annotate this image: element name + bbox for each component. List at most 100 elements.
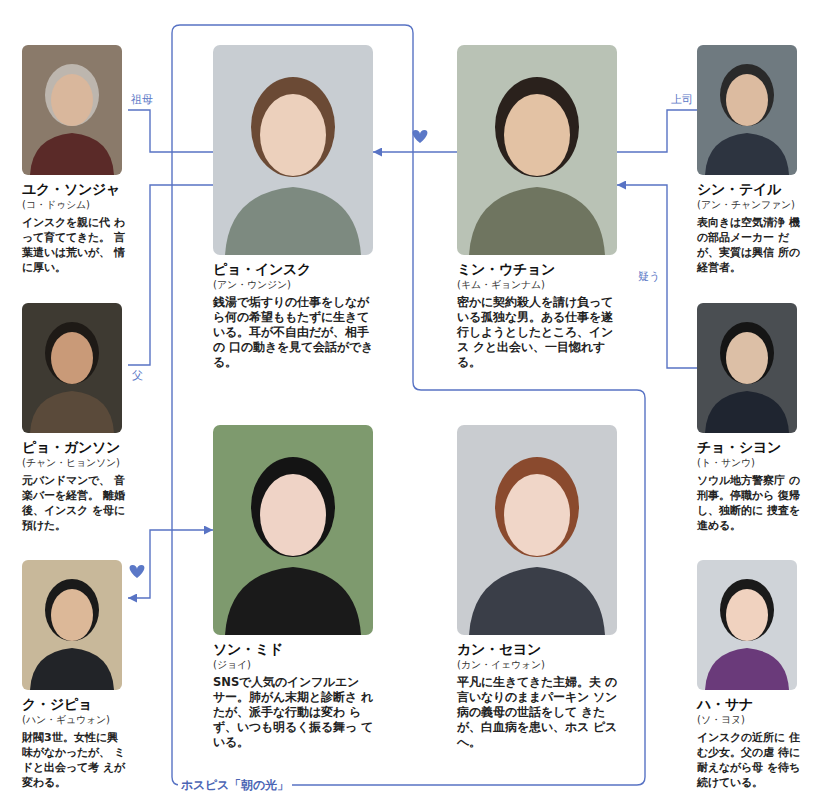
photo-clothes [705,648,789,690]
character-description: インスクを親に代 わって育ててきた。 言葉遣いは荒いが、 情に厚い。 [22,215,128,275]
actor-name: (ジョイ) [213,658,373,671]
character-card: シン・テイル(アン・チャンファン) 表向きは空気清浄 機の部品メーカー だが、実質… [697,45,803,275]
heart-symbol [130,565,145,578]
relation-label: 祖母 [130,93,154,107]
photo-face [726,332,768,384]
photo-clothes [469,567,605,635]
photo-hair [45,322,99,384]
character-name: ミン・ウチョン [457,261,617,277]
photo-face [726,74,768,126]
character-card: ミン・ウチョン(キム・ギョンナム) 密かに契約殺人を請け負って いる孤独な男。ある… [457,45,617,370]
photo-clothes [30,648,114,690]
hospice-region: ホスピス「朝の光」ピョ・インスク(アン・ウンジン)銭湯で垢すりの仕事をしなが ら… [172,25,645,787]
photo-face [726,589,768,641]
photo-hair [495,457,579,557]
relation-connector [128,110,213,152]
actor-name: (チャン・ヒョンソン) [22,456,128,469]
photo-hair [45,64,99,126]
region-border [172,25,645,785]
photo-hair [720,579,774,641]
portrait-photo [213,425,373,635]
photo-slot [22,45,128,175]
character-card: チョ・シヨン(ト・サンウ) ソウル地方警察庁 の刑事。停職から 復帰し、独断的に … [697,303,803,533]
photo-face [51,589,93,641]
photo-clothes [469,187,605,255]
photo-ground [457,45,617,255]
photo-slot [697,303,803,433]
character-name: チョ・シヨン [697,439,803,455]
region-outline [172,25,645,787]
photo-slot [457,45,617,255]
relation-label: 父 [131,369,144,383]
character-description: 銭湯で垢すりの仕事をしなが ら何の希望ももたずに生きて いる。耳が不自由だが、相… [213,295,373,370]
photo-ground [457,425,617,635]
character-name: ハ・サナ [697,696,803,712]
photo-slot [697,45,803,175]
character-name: ピョ・インスク [213,261,373,277]
portrait-photo [22,560,122,690]
relation-connector [373,151,457,152]
photo-ground [697,560,797,690]
character-card: ピョ・インスク(アン・ウンジン) 銭湯で垢すりの仕事をしなが ら何の希望ももたずに… [213,45,373,370]
relation-connector [128,185,213,365]
photo-slot [457,425,617,635]
character-description: 密かに契約殺人を請け負って いる孤独な男。ある仕事を遂 行しようとしたところ、イ… [457,295,617,370]
photo-face [504,474,570,556]
character-description: ソウル地方警察庁 の刑事。停職から 復帰し、独断的に 捜査を進める。 [697,473,803,533]
actor-name: (ト・サンウ) [697,456,803,469]
actor-name: (キム・ギョンナム) [457,278,617,291]
character-card: ユク・ソンジャ(コ・ドゥシム) インスクを親に代 わって育ててきた。 言葉遣いは荒… [22,45,128,275]
photo-clothes [30,391,114,433]
photo-ground [697,303,797,433]
character-card: カン・セヨン(カン・イェウォン)平凡に生きてきた主婦。夫 の言いなりのままパーキ… [457,425,617,750]
character-card: ソン・ミド(ジョイ)SNSで人気のインフルエン サー。肺がん末期と診断さ れたが… [213,425,373,750]
portrait-photo [213,45,373,255]
photo-ground [213,45,373,255]
relation-label: 疑う [637,270,661,284]
character-name: ユク・ソンジャ [22,181,128,197]
photo-ground [213,425,373,635]
photo-clothes [225,187,361,255]
character-card: ハ・サナ(ソ・ヨヌ) インスクの近所に 住む少女。父の虐 待に耐えながら母 を待ち… [697,560,803,790]
actor-name: (ハン・ギュウォン) [22,713,128,726]
photo-ground [697,45,797,175]
character-name: ク・ジピョ [22,696,128,712]
relation-connector [617,110,697,152]
actor-name: (コ・ドゥシム) [22,198,128,211]
photo-hair [495,77,579,177]
character-card: ピョ・ガンソン(チャン・ヒョンソン) 元バンドマンで、 音楽バーを経営。 離婚後、… [22,303,128,533]
photo-face [51,74,93,126]
character-description: 平凡に生きてきた主婦。夫 の言いなりのままパーキン ソン病の義母の世話をして き… [457,675,617,750]
photo-hair [45,579,99,641]
photo-clothes [30,133,114,175]
character-name: シン・テイル [697,181,803,197]
portrait-photo [697,560,797,690]
relation-connector [128,530,213,598]
character-name: ピョ・ガンソン [22,439,128,455]
photo-face [504,94,570,176]
character-description: インスクの近所に 住む少女。父の虐 待に耐えながら母 を待ち続けている。 [697,730,803,790]
character-description: 財閥3世。女性に興 味がなかったが、 ミドと出会って考 えが変わる。 [22,730,128,790]
photo-hair [720,64,774,126]
character-card: ク・ジピョ(ハン・ギュウォン) 財閥3世。女性に興 味がなかったが、 ミドと出会っ… [22,560,128,790]
character-description: 元バンドマンで、 音楽バーを経営。 離婚後、インスク を母に預けた。 [22,473,128,533]
photo-ground [22,560,122,690]
actor-name: (ソ・ヨヌ) [697,713,803,726]
photo-hair [720,322,774,384]
portrait-photo [457,425,617,635]
character-name: ソン・ミド [213,641,373,657]
photo-hair [251,77,335,177]
actor-name: (アン・チャンファン) [697,198,803,211]
actor-name: (アン・ウンジン) [213,278,373,291]
relation-connector [617,185,697,368]
photo-face [51,332,93,384]
actor-name: (カン・イェウォン) [457,658,617,671]
character-description: 表向きは空気清浄 機の部品メーカー だが、実質は興信 所の経営者。 [697,215,803,275]
photo-ground [22,303,122,433]
photo-hair [251,457,335,557]
photo-slot [213,45,373,255]
portrait-photo [697,45,797,175]
portrait-photo [457,45,617,255]
